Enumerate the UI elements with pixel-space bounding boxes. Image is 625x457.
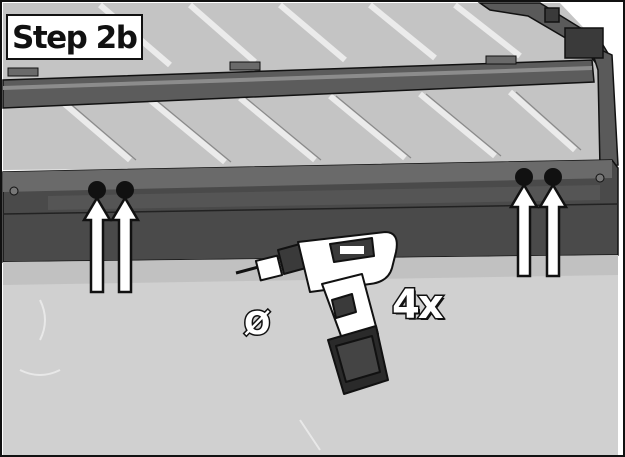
drill-holes xyxy=(88,168,562,199)
step-label: Step 2b xyxy=(6,14,144,60)
drill-bit-symbol: Ø xyxy=(242,305,271,344)
up-arrow-icon xyxy=(508,182,540,278)
up-arrow-icon xyxy=(81,195,113,294)
up-arrow-icon xyxy=(109,195,141,294)
lower-frame-rail xyxy=(2,159,619,263)
upper-frame xyxy=(477,2,619,169)
cordless-drill-icon xyxy=(235,231,398,395)
up-arrow-icon xyxy=(537,182,569,278)
top-crossbar xyxy=(2,55,595,109)
quantity-label: 4x xyxy=(391,281,446,330)
